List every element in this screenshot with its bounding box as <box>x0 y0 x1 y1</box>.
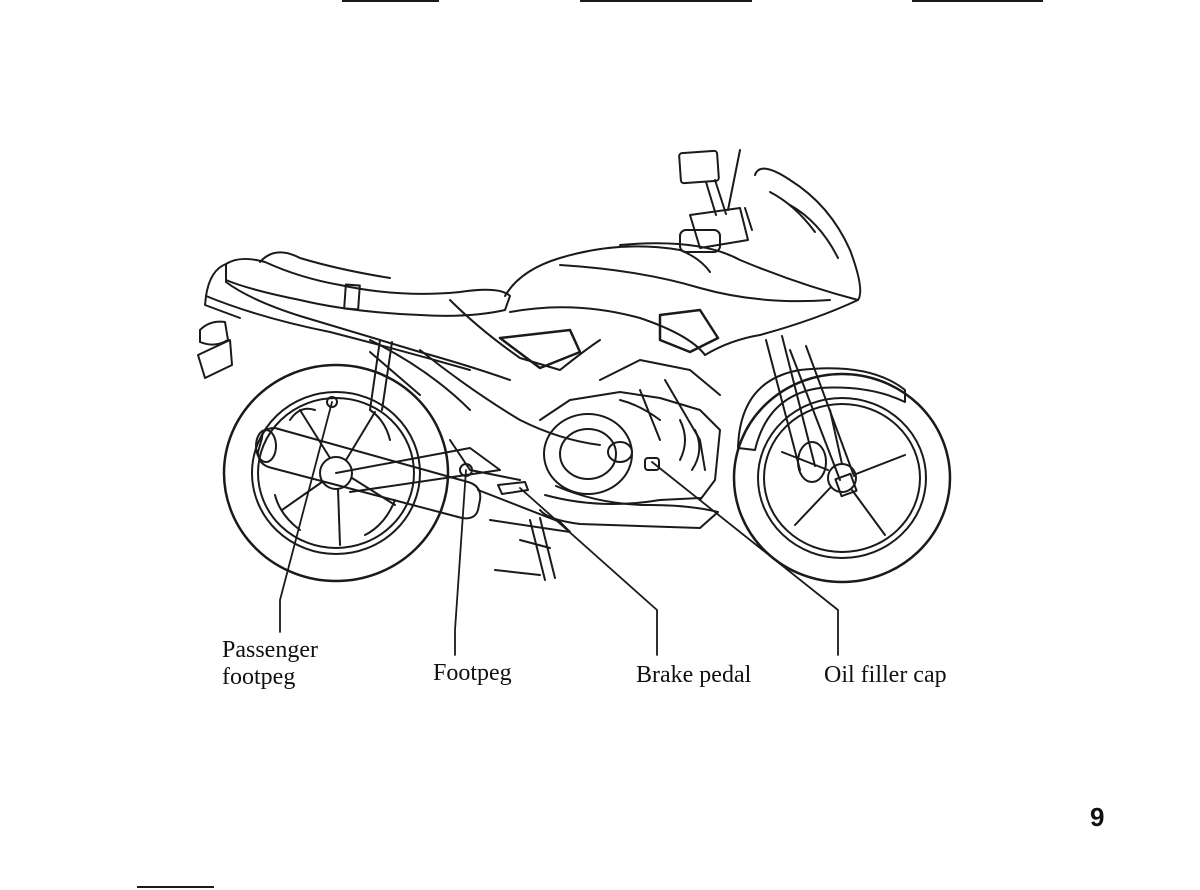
label-footpeg: Footpeg <box>433 660 512 686</box>
brake-pedal-part <box>497 481 529 495</box>
label-passenger-footpeg: Passenger footpeg <box>222 637 318 691</box>
fuel-tank <box>504 245 711 356</box>
page-number: 9 <box>1090 802 1105 832</box>
center-stand <box>494 517 556 581</box>
front-forks <box>765 335 858 498</box>
label-brake-pedal: Brake pedal <box>636 662 752 688</box>
swingarm <box>335 339 521 493</box>
fairing <box>559 167 862 356</box>
oil-filler-cap-part <box>644 457 660 471</box>
header-rule-right <box>912 0 1043 2</box>
header-rule-center <box>580 0 752 2</box>
tail-section <box>197 263 511 411</box>
label-oil-filler-cap: Oil filler cap <box>824 662 947 688</box>
exhaust <box>255 427 571 533</box>
leader-footpeg <box>454 469 467 656</box>
passenger-footpeg-part <box>326 396 338 408</box>
mirror <box>678 149 727 216</box>
engine <box>539 359 721 505</box>
label-passenger-footpeg-line2: footpeg <box>222 664 296 690</box>
front-fender <box>737 367 906 451</box>
label-passenger-footpeg-line1: Passenger <box>222 637 318 663</box>
seat <box>225 251 511 317</box>
leader-passenger-footpeg <box>279 401 333 633</box>
leader-brake-pedal <box>519 487 658 656</box>
side-panels <box>419 299 601 446</box>
header-rule-left <box>342 0 439 2</box>
leader-oil-filler-cap <box>651 461 839 656</box>
handlebar <box>679 149 753 253</box>
leader-lines <box>279 401 839 656</box>
rear-wheel <box>222 363 450 583</box>
front-wheel <box>732 372 952 584</box>
lower-cowl <box>539 485 719 529</box>
footer-rule <box>137 886 214 888</box>
